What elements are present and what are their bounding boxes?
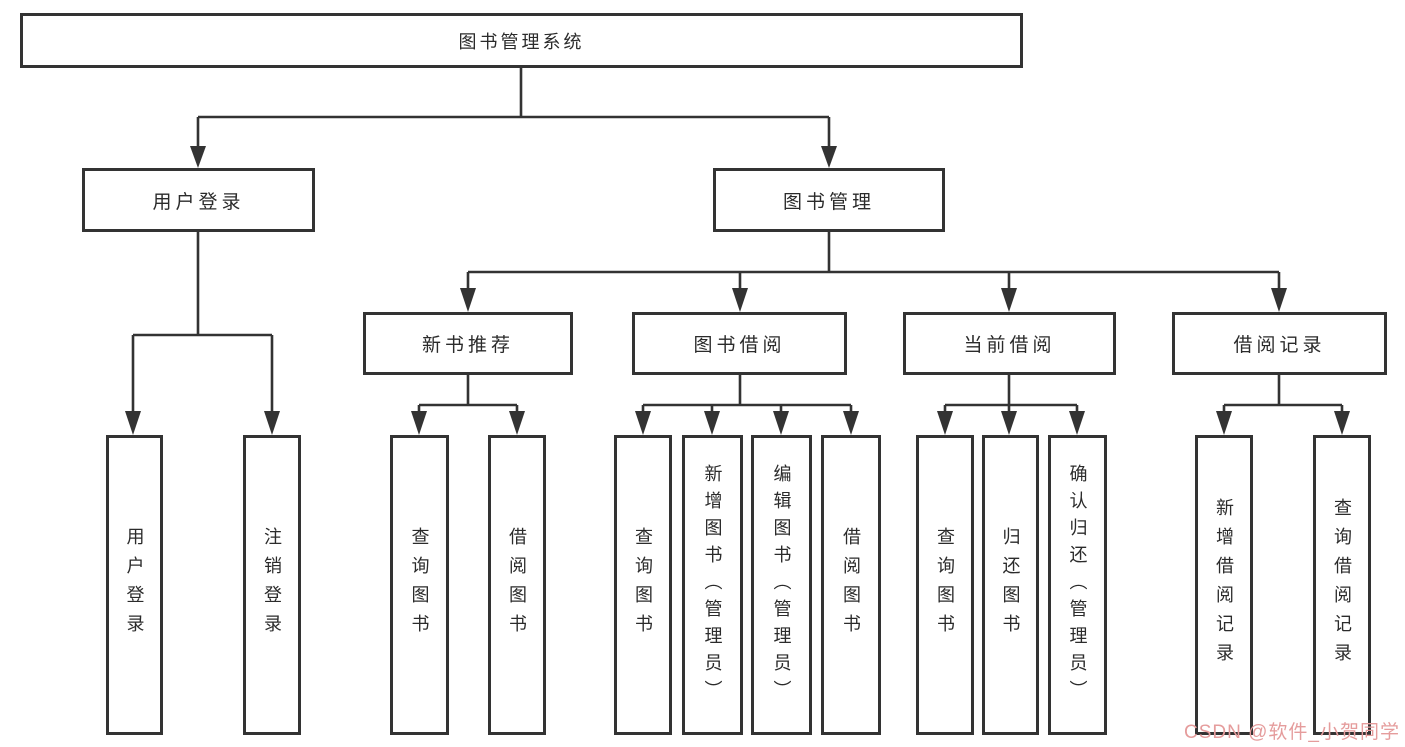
node-book-borrow: 图书借阅 xyxy=(632,312,847,375)
node-user-login: 用户登录 xyxy=(82,168,315,232)
leaf-query-books-borrow: 查询图书 xyxy=(614,435,672,735)
csdn-watermark: CSDN @软件_小贺同学 xyxy=(1184,722,1400,743)
edges-book-borrow xyxy=(635,375,859,435)
node-book-management: 图书管理 xyxy=(713,168,945,232)
leaf-add-books-admin: 新增图书（管理员） xyxy=(682,435,743,735)
edges-root xyxy=(190,68,837,168)
leaf-user-login: 用户登录 xyxy=(106,435,163,735)
leaf-logout: 注销登录 xyxy=(243,435,301,735)
node-new-book-recommend: 新书推荐 xyxy=(363,312,573,375)
leaf-borrow-books: 借阅图书 xyxy=(821,435,881,735)
leaf-query-books-recommend: 查询图书 xyxy=(390,435,449,735)
leaf-query-borrow-record: 查询借阅记录 xyxy=(1313,435,1371,735)
edges-new-book-recommend xyxy=(411,375,525,435)
node-current-borrow: 当前借阅 xyxy=(903,312,1116,375)
node-borrow-records: 借阅记录 xyxy=(1172,312,1387,375)
edges-user-login xyxy=(125,232,280,435)
edges-book-management xyxy=(460,232,1287,312)
leaf-query-books-current: 查询图书 xyxy=(916,435,974,735)
node-library-system-root: 图书管理系统 xyxy=(20,13,1023,68)
leaf-borrow-books-recommend: 借阅图书 xyxy=(488,435,546,735)
leaf-edit-books-admin: 编辑图书（管理员） xyxy=(751,435,812,735)
edges-current-borrow xyxy=(937,375,1085,435)
leaf-return-books: 归还图书 xyxy=(982,435,1039,735)
edges-borrow-records xyxy=(1216,375,1350,435)
leaf-confirm-return-admin: 确认归还（管理员） xyxy=(1048,435,1107,735)
leaf-add-borrow-record: 新增借阅记录 xyxy=(1195,435,1253,735)
